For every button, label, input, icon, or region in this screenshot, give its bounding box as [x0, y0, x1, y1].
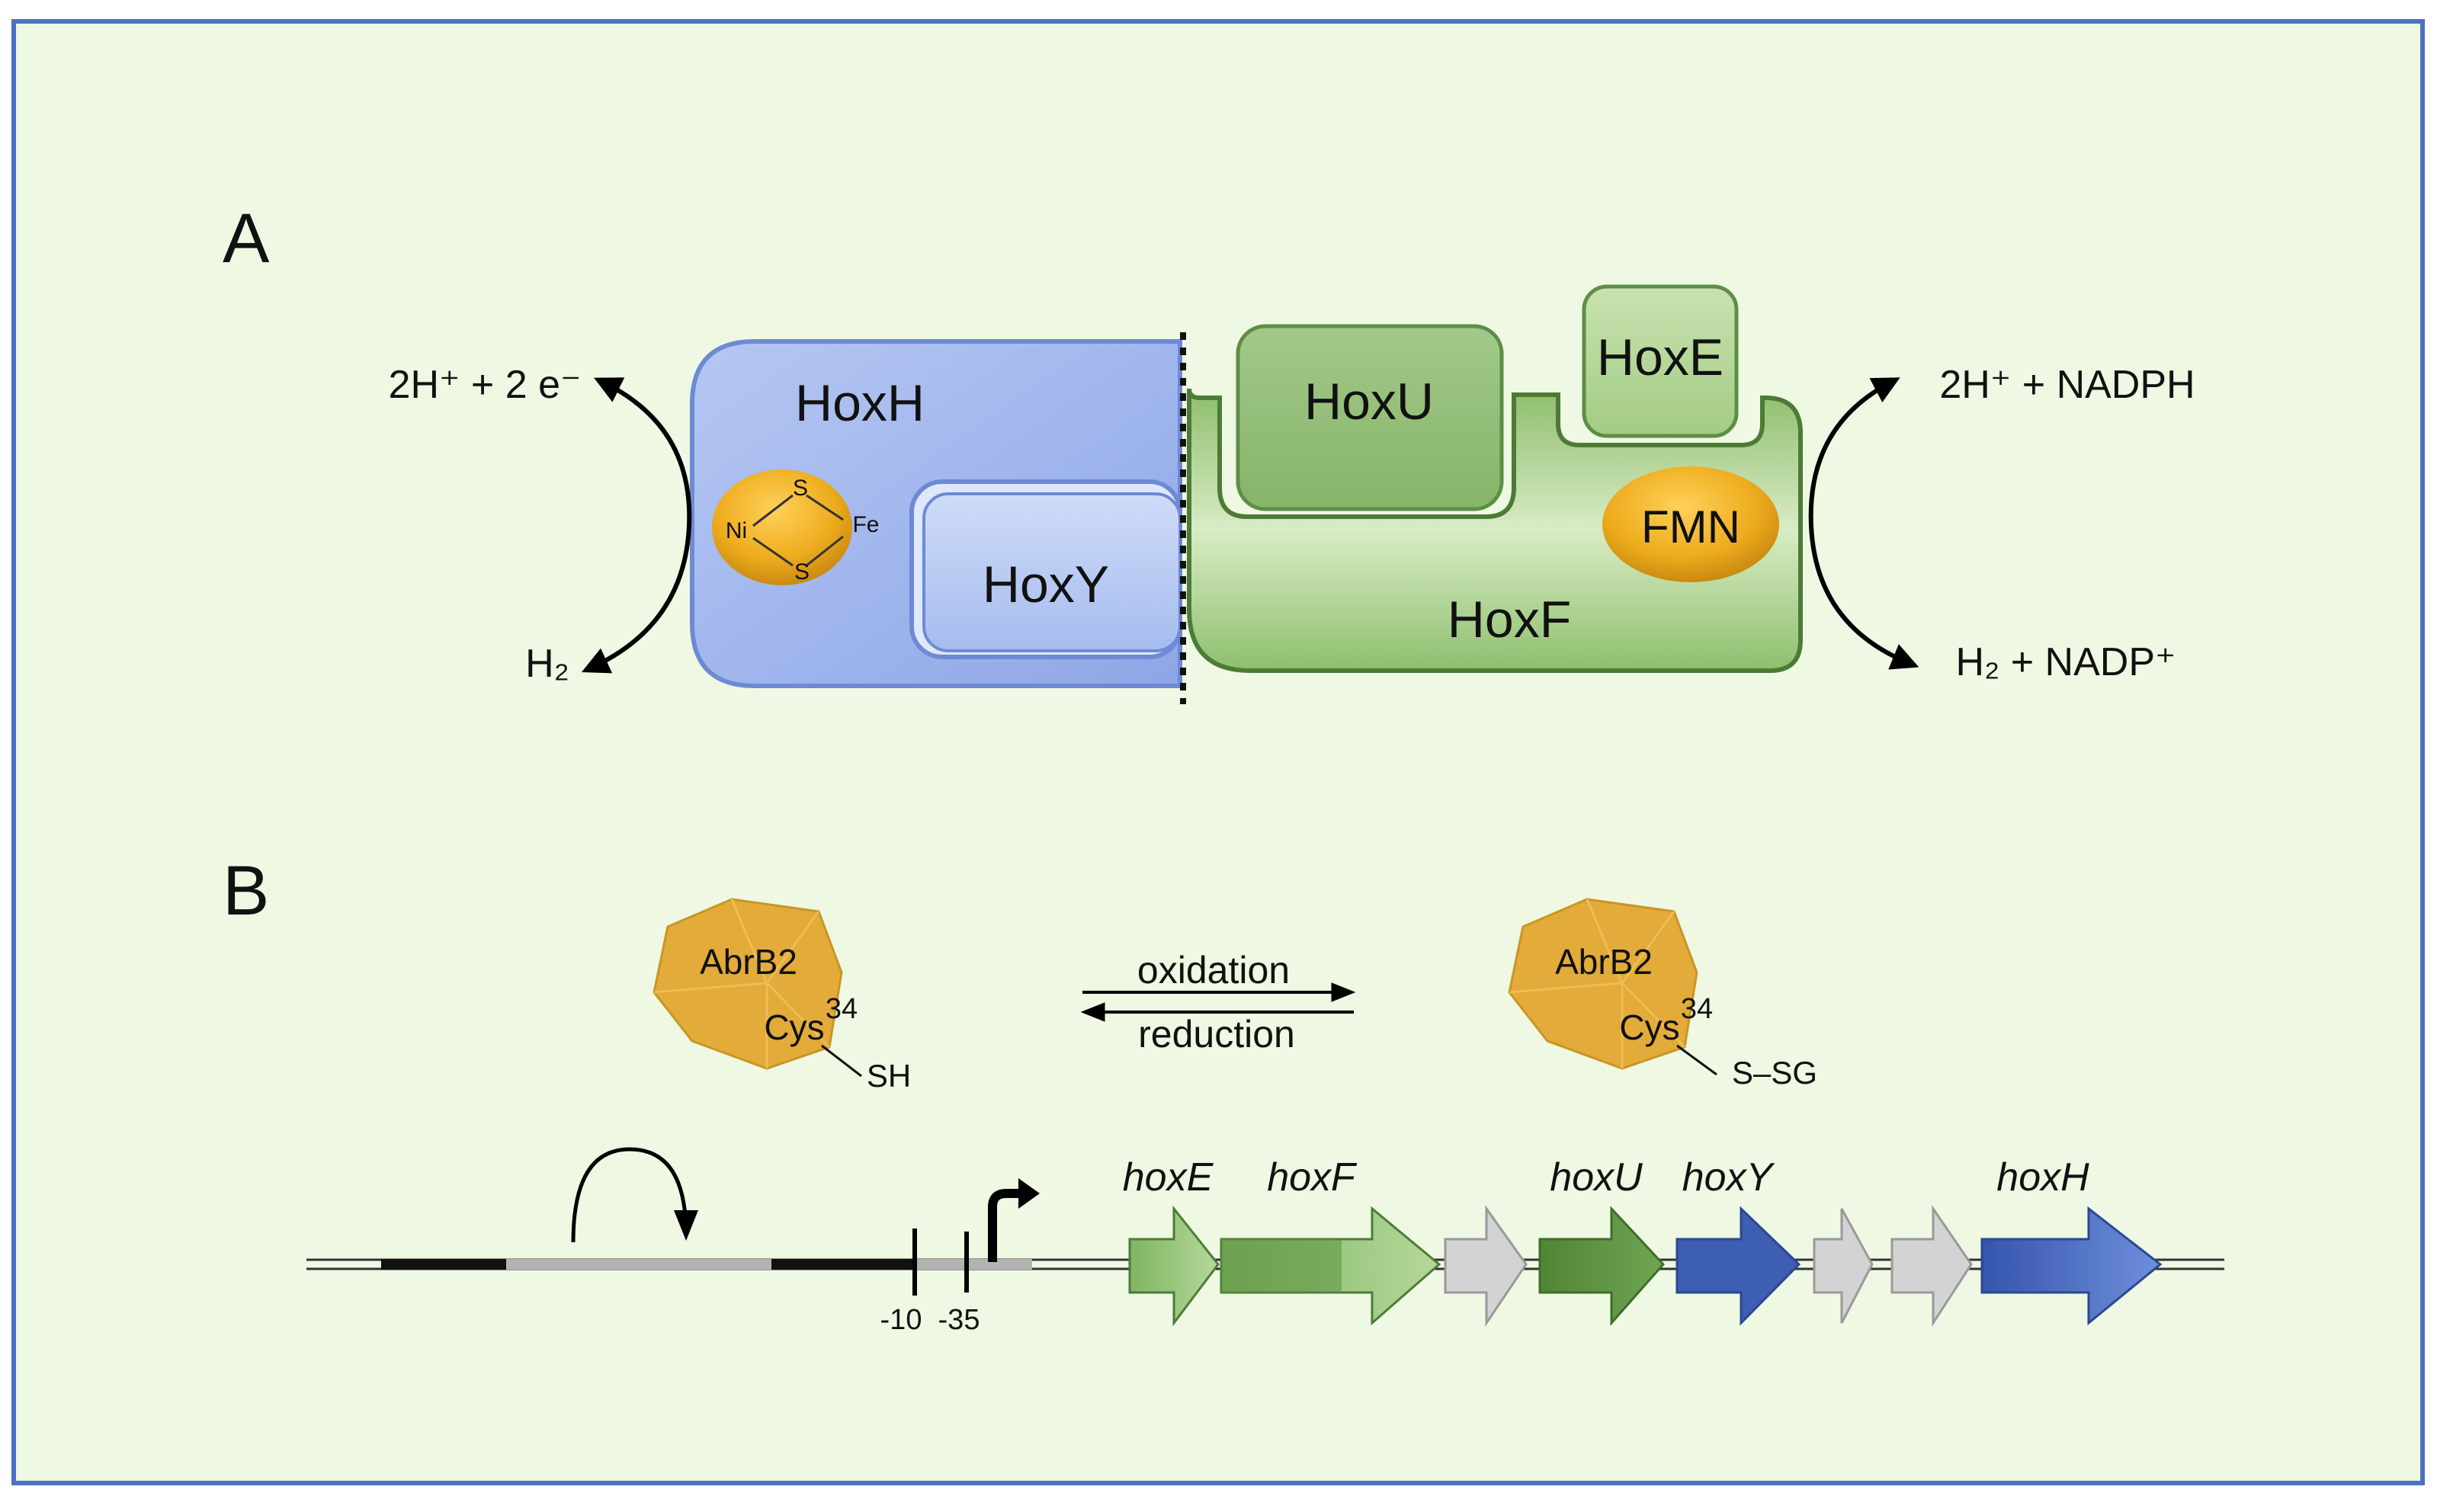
hoxe-subunit: HoxE	[1582, 284, 1739, 438]
redox-equilibrium: oxidation reduction	[1080, 949, 1356, 1056]
right-bottom-text: H₂ + NADP⁺	[1956, 640, 2176, 684]
ni-label: Ni	[726, 518, 747, 543]
gene-hoxH	[1980, 1206, 2163, 1326]
fmn-label: FMN	[1641, 501, 1740, 553]
abrb2-right-pos: 34	[1681, 993, 1713, 1025]
abrb2-left-name: AbrB2	[700, 942, 797, 982]
s-bottom-label: S	[794, 559, 810, 585]
minus35-label: -35	[938, 1304, 980, 1336]
dna-looping-arrow	[571, 1147, 698, 1243]
hoxf-label: HoxF	[1448, 591, 1571, 649]
hoxu-subunit: HoxU	[1236, 324, 1504, 511]
gene-grey-3	[1890, 1205, 1973, 1328]
hoxf-subunit: HoxF	[1187, 388, 1803, 673]
gene-label-hoxF: hoxF	[1267, 1155, 1358, 1200]
gene-label-hoxU: hoxU	[1550, 1155, 1643, 1200]
abrb2-right-name: AbrB2	[1555, 942, 1653, 982]
gene-grey-1	[1444, 1205, 1528, 1327]
abrb2-right-group: S–SG	[1732, 1055, 1817, 1091]
gene-hoxU	[1538, 1206, 1666, 1326]
left-top-text: 2H⁺ + 2 e⁻	[389, 363, 582, 407]
s-top-label: S	[793, 476, 808, 501]
minus10-label: -10	[880, 1304, 922, 1336]
tss-arrow	[988, 1189, 1023, 1262]
gene-hoxE	[1128, 1205, 1220, 1327]
right-top-text: 2H⁺ + NADPH	[1939, 363, 2195, 407]
left-reaction-arrow	[581, 377, 692, 674]
abrb2-oxidized: AbrB2 Cys 34 S–SG	[1508, 898, 1817, 1091]
fmn-cofactor-icon: FMN	[1602, 466, 1779, 582]
abrb2-left-group: SH	[867, 1058, 911, 1094]
hoxy-subunit: HoxY	[909, 479, 1182, 659]
right-reaction-arrow	[1808, 377, 1919, 670]
hoxu-label: HoxU	[1304, 373, 1434, 431]
hoxh-label: HoxH	[795, 374, 925, 432]
gene-label-hoxE: hoxE	[1123, 1155, 1214, 1200]
abrb2-left-pos: 34	[826, 993, 858, 1025]
nife-cluster-icon: Ni Fe S S	[712, 469, 880, 585]
gene-label-hoxY: hoxY	[1682, 1155, 1775, 1200]
oxidation-label: oxidation	[1137, 949, 1290, 991]
gene-hoxY	[1675, 1206, 1801, 1326]
gene-label-hoxH: hoxH	[1996, 1155, 2089, 1200]
abrb2-left-cys: Cys	[764, 1007, 824, 1047]
panel-a-label: A	[223, 200, 270, 277]
hoxe-label: HoxE	[1597, 328, 1724, 386]
abrb2-reduced: AbrB2 Cys 34 SH	[653, 898, 911, 1094]
panel-b-label: B	[223, 852, 269, 930]
gene-grey-2	[1813, 1208, 1874, 1324]
reduction-label: reduction	[1138, 1013, 1295, 1056]
gene-cluster	[1128, 1205, 2163, 1328]
left-bottom-text: H₂	[525, 642, 569, 686]
fe-label: Fe	[852, 512, 879, 537]
abrb2-right-cys: Cys	[1619, 1007, 1679, 1047]
hoxy-label: HoxY	[983, 556, 1109, 613]
